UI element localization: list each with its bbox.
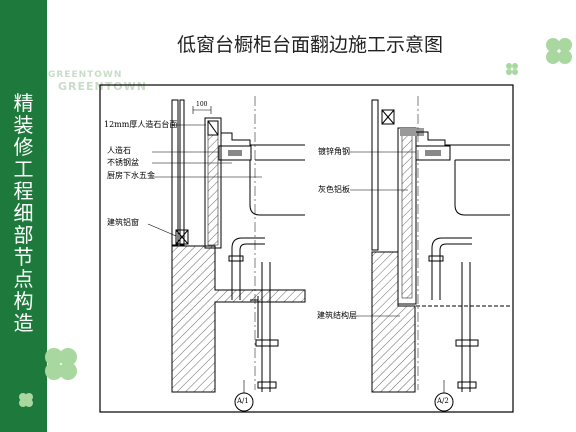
vertical-title-char: 程	[13, 179, 34, 203]
clover-icon	[506, 63, 518, 75]
brand-watermark-2: GREENTOWN	[58, 80, 147, 93]
vertical-title-char: 装	[13, 113, 34, 137]
sidebar-band	[0, 0, 47, 432]
vertical-section-title: 精装修工程细部节点构造	[2, 92, 45, 334]
vertical-title-char: 点	[13, 267, 34, 291]
left-detail	[147, 96, 306, 412]
vertical-title-char: 节	[13, 245, 34, 269]
dimension-label: 100	[196, 101, 208, 108]
vertical-title-char: 造	[13, 311, 34, 335]
slide-title: 低窗台橱柜台面翻边施工示意图	[176, 34, 443, 56]
section-tag-left: A/1	[237, 397, 249, 405]
clover-icon	[19, 393, 33, 407]
vertical-title-char: 构	[13, 289, 34, 313]
vertical-title-char: 细	[13, 201, 34, 225]
vertical-title-char: 精	[13, 91, 34, 115]
section-tag-right: A/2	[437, 397, 449, 405]
label-steel-sink: 不锈钢盆	[107, 158, 139, 167]
clover-icon	[45, 348, 77, 380]
right-detail	[350, 96, 510, 412]
label-artificial-stone: 人造石	[107, 146, 131, 155]
label-drain-hardware: 厨房下水五金	[107, 171, 155, 180]
vertical-title-char: 部	[13, 223, 34, 247]
label-structural-layer: 建筑结构层	[317, 311, 357, 320]
vertical-title-char: 修	[13, 135, 34, 159]
clover-icon	[546, 38, 572, 64]
label-aluminum-panel: 灰色铝板	[318, 185, 350, 194]
label-countertop: 12mm厚人造石台面	[104, 120, 178, 129]
brand-watermark-1: GREENTOWN	[48, 70, 123, 80]
vertical-title-char: 工	[13, 157, 34, 181]
label-galvanized-angle: 镀锌角钢	[318, 147, 350, 156]
drawing-frame	[99, 84, 514, 413]
label-aluminum-window: 建筑铝窗	[107, 218, 139, 227]
